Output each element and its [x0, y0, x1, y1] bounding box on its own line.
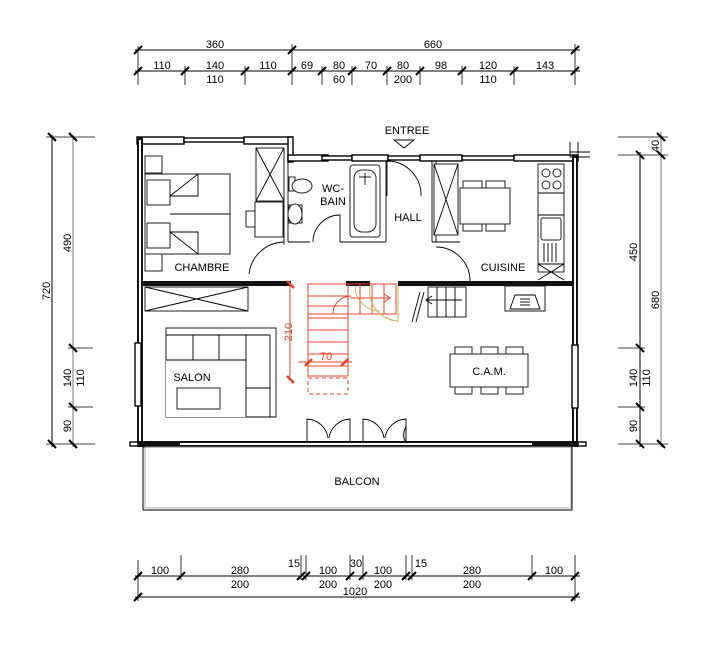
stair-length-label: 210 — [283, 323, 295, 341]
stair-down — [427, 286, 467, 318]
dim-left-seg: 90 — [62, 420, 74, 432]
dim-bottom-seg: 30 — [350, 558, 362, 570]
room-wc-bain: WC- BAIN — [287, 164, 381, 243]
room-label-cam: C.A.M. — [472, 366, 506, 378]
balcony: BALCON — [142, 446, 573, 511]
dim-top-seg: 80 — [333, 60, 345, 72]
dim-top-overall-left: 360 — [206, 39, 224, 51]
dim-top-seg: 110 — [153, 60, 171, 72]
room-label-salon: SALON — [173, 372, 210, 384]
coffee-table — [176, 387, 221, 410]
top-dimension-chain: 360 660 110 140 110 69 80 70 80 98 120 1… — [133, 39, 580, 86]
exterior-walls — [129, 136, 590, 447]
staircase: 210 70 — [283, 280, 399, 395]
dim-left-overall: 720 — [41, 282, 53, 300]
room-label-hall: HALL — [394, 212, 422, 224]
dim-top-seg: 120 — [479, 60, 497, 72]
door-swing — [435, 246, 471, 282]
entrance-arrow-icon — [392, 139, 416, 149]
room-label-bain: BAIN — [320, 196, 346, 208]
door-swing — [312, 214, 341, 243]
bottom-dimension-chain: 100 280 15 100 30 100 15 280 100 200 200… — [133, 555, 580, 602]
door-swing — [403, 425, 407, 442]
dim-top-seg: 110 — [259, 60, 277, 72]
dining-table-kitchen — [459, 187, 511, 225]
nightstand — [144, 155, 163, 174]
dim-top-sub: 110 — [206, 74, 224, 86]
dim-top-overall-right: 660 — [424, 39, 442, 51]
right-dimension-chain: 40 450 680 140 110 90 — [618, 132, 668, 449]
dim-top-seg: 140 — [206, 60, 224, 72]
fireplace — [504, 285, 546, 312]
toilet — [291, 178, 313, 194]
room-label-cuisine: CUISINE — [481, 262, 526, 274]
dim-bottom-overall: 1020 — [343, 586, 367, 598]
dim-left-seg: 110 — [75, 369, 87, 387]
dim-top-seg: 143 — [536, 60, 554, 72]
room-salon: SALON — [144, 286, 407, 441]
dim-right-seg: 90 — [628, 420, 640, 432]
dim-right-top: 40 — [650, 140, 662, 152]
dim-bottom-sub: 200 — [463, 579, 481, 591]
dim-bottom-sub: 200 — [319, 579, 337, 591]
sink — [287, 203, 303, 225]
room-label-balcon: BALCON — [334, 476, 379, 488]
balcony-door-left — [306, 418, 329, 441]
dim-right-overall: 680 — [650, 291, 662, 309]
nightstand — [144, 253, 163, 272]
room-label-wc: WC- — [322, 183, 344, 195]
entrance-label: ENTREE — [385, 125, 430, 137]
dim-top-seg: 70 — [365, 60, 377, 72]
dim-left-seg: 490 — [62, 234, 74, 252]
dim-bottom-sub: 200 — [374, 579, 392, 591]
balcony-door-left — [328, 418, 351, 441]
dim-bottom-seg: 100 — [374, 565, 392, 577]
door-swing — [248, 241, 285, 275]
dim-bottom-seg: 15 — [415, 558, 427, 570]
dim-bottom-seg: 280 — [231, 565, 249, 577]
dim-bottom-seg: 100 — [319, 565, 337, 577]
dim-top-sub: 200 — [394, 74, 412, 86]
dim-right-seg: 450 — [628, 243, 640, 261]
dim-right-seg: 110 — [641, 369, 653, 387]
entry-door-swing — [386, 160, 422, 197]
dim-top-seg: 80 — [397, 60, 409, 72]
room-cuisine: CUISINE — [459, 163, 565, 281]
stair-width-label: 70 — [320, 351, 332, 363]
desk — [254, 201, 284, 238]
balcony-door-right — [384, 418, 407, 441]
dim-bottom-sub: 200 — [231, 579, 249, 591]
dim-top-sub: 60 — [333, 74, 345, 86]
dim-left-seg: 140 — [62, 369, 74, 387]
dim-top-seg: 98 — [435, 60, 447, 72]
kitchen-sink — [540, 217, 562, 241]
dim-bottom-seg: 100 — [151, 565, 169, 577]
room-cam: C.A.M. — [403, 285, 546, 442]
dim-bottom-seg: 100 — [545, 565, 563, 577]
room-hall: ENTREE HALL — [385, 125, 471, 282]
room-label-chambre: CHAMBRE — [174, 262, 229, 274]
dim-top-seg: 69 — [301, 60, 313, 72]
dim-right-seg: 140 — [628, 369, 640, 387]
room-chambre: CHAMBRE — [144, 147, 285, 275]
dim-bottom-seg: 15 — [288, 558, 300, 570]
dim-bottom-seg: 280 — [463, 565, 481, 577]
balcony-door-right — [362, 418, 385, 441]
left-dimension-chain: 720 490 140 110 90 — [41, 132, 95, 449]
dim-top-sub: 110 — [479, 74, 497, 86]
